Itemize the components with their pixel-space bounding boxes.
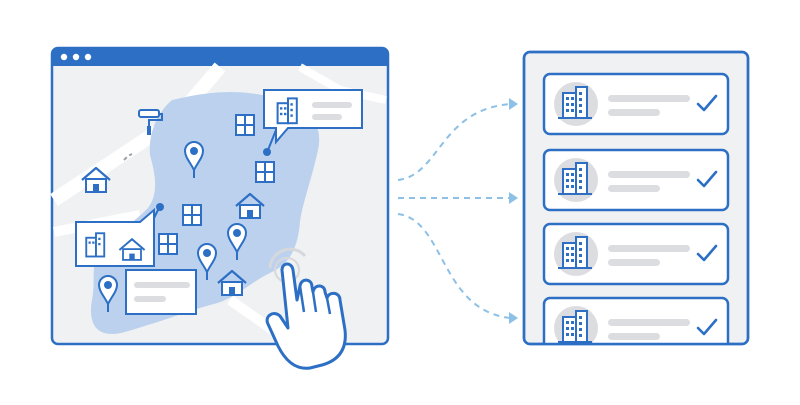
map-callout	[125, 269, 197, 315]
building-icon	[553, 231, 599, 277]
text-placeholder	[608, 109, 660, 116]
text-placeholder	[312, 102, 352, 108]
text-placeholder	[608, 319, 690, 326]
result-card[interactable]	[542, 296, 730, 358]
check-icon	[696, 94, 718, 112]
text-placeholder	[134, 296, 166, 302]
pointing-hand-icon	[265, 262, 347, 370]
text-placeholder	[608, 95, 690, 102]
flow-arrows	[397, 98, 518, 324]
text-placeholder	[608, 171, 690, 178]
window-icon	[235, 114, 255, 136]
window-dot	[84, 53, 92, 61]
building-icon	[553, 157, 599, 203]
result-card[interactable]	[542, 222, 730, 286]
house-icon	[118, 237, 146, 261]
result-card[interactable]	[542, 72, 730, 136]
map-callout	[263, 89, 363, 156]
building-icon	[276, 97, 298, 125]
text-placeholder	[608, 185, 660, 192]
window-icon	[158, 233, 178, 255]
result-card[interactable]	[542, 148, 730, 212]
window-icon	[255, 161, 275, 183]
text-placeholder	[608, 259, 660, 266]
flow-arrow	[397, 213, 511, 319]
window-icon	[182, 204, 202, 226]
brush-stroke-icon	[123, 153, 133, 161]
check-icon	[696, 318, 718, 336]
paint-roller-icon	[138, 109, 163, 135]
building-icon	[85, 232, 106, 258]
text-placeholder	[312, 114, 342, 120]
map-callout	[75, 203, 164, 267]
check-icon	[696, 244, 718, 262]
results-panel	[522, 50, 750, 358]
building-icon	[553, 81, 599, 127]
window-dot	[60, 53, 68, 61]
flow-arrow	[397, 103, 511, 181]
text-placeholder	[608, 245, 690, 252]
window-dots	[60, 53, 92, 61]
window-dot	[72, 53, 80, 61]
text-placeholder	[608, 333, 660, 340]
text-placeholder	[134, 282, 190, 288]
check-icon	[696, 170, 718, 188]
